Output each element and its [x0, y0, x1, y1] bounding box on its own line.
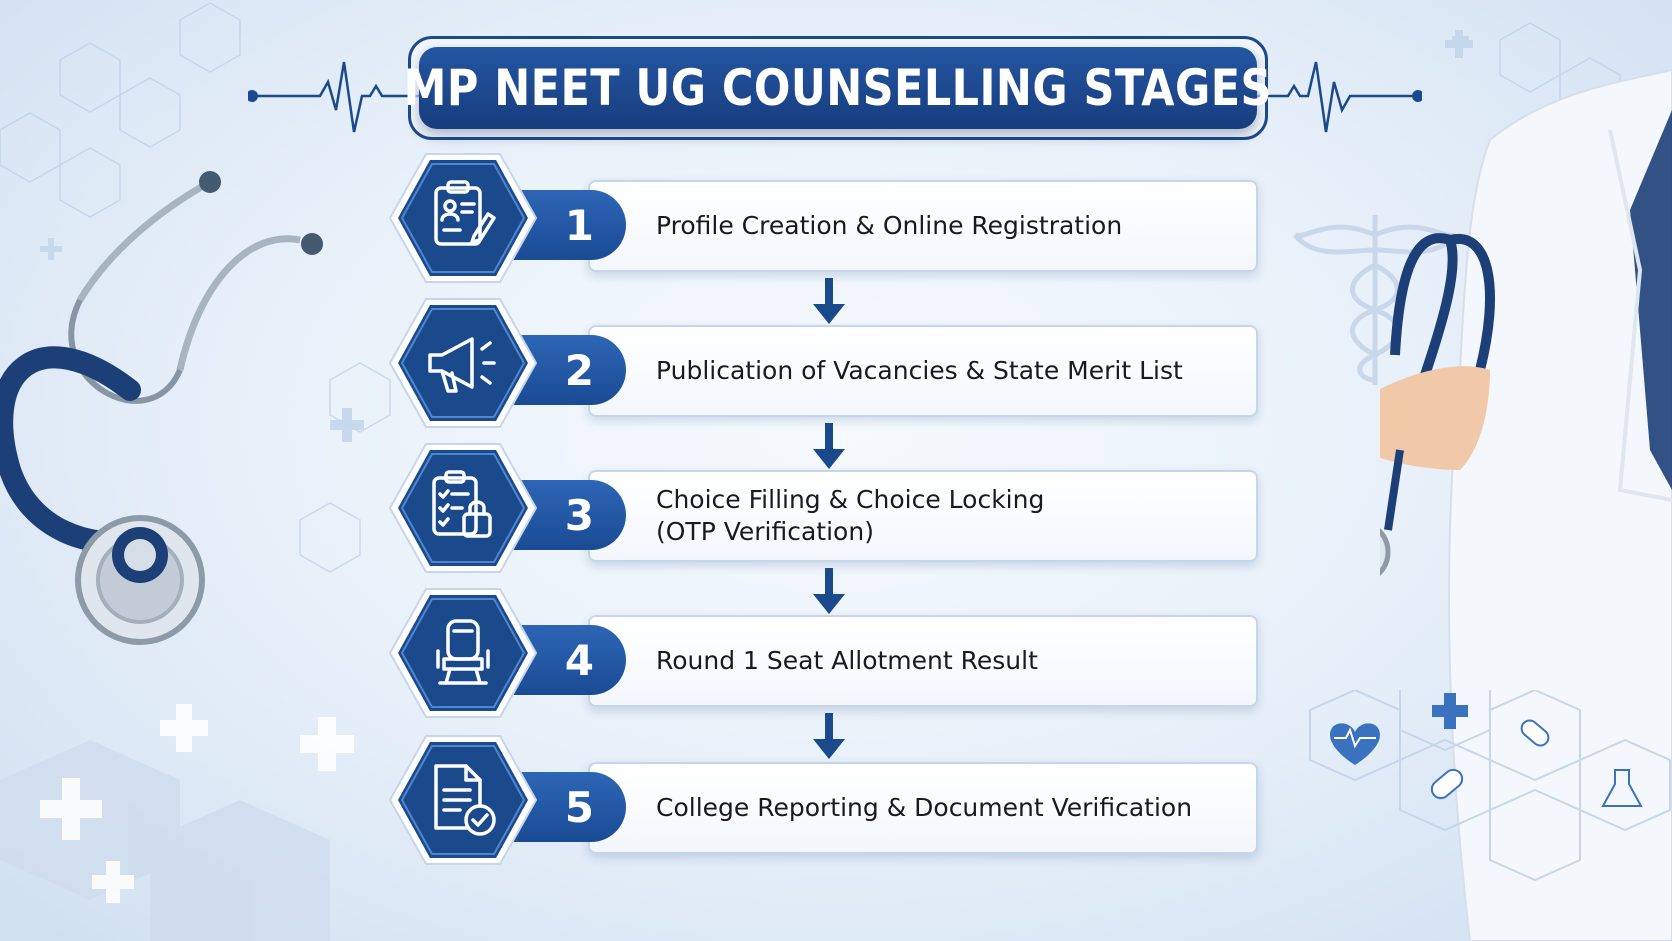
page-title: MP NEET UG COUNSELLING STAGES: [403, 59, 1273, 117]
stage-card: [588, 762, 1258, 854]
ecg-line-left: [248, 61, 434, 133]
checklist-lock-icon: [432, 470, 492, 538]
stage-hexagon: [388, 735, 538, 865]
stage-hexagon: [388, 443, 538, 573]
stage-4: 4 Round 1 Seat Allotment Result: [388, 585, 1260, 721]
stage-text-line: College Reporting & Document Verificatio…: [656, 793, 1193, 822]
stage-2: 2 Publication of Vacancies & State Merit…: [388, 295, 1260, 431]
stage-text-line: Publication of Vacancies & State Merit L…: [656, 356, 1183, 385]
stage-3: 3 Choice Filling & Choice Locking (OTP V…: [388, 440, 1260, 576]
stage-number: 4: [564, 635, 594, 685]
arrow-down-icon: [813, 568, 845, 614]
stage-card: [588, 615, 1258, 707]
stage-card: [588, 180, 1258, 272]
stage-text: Round 1 Seat Allotment Result: [656, 615, 1246, 707]
arrow-down-icon: [813, 278, 845, 324]
stage-text-line: Profile Creation & Online Registration: [656, 211, 1123, 240]
arrow-down-icon: [813, 713, 845, 759]
stage-card: [588, 470, 1258, 562]
stage-text: College Reporting & Document Verificatio…: [656, 762, 1246, 854]
stage-hexagon: [388, 153, 538, 283]
title-banner: MP NEET UG COUNSELLING STAGES: [404, 36, 1272, 140]
stage-hexagon: [388, 298, 538, 428]
document-check-icon: [434, 764, 496, 836]
stethoscope-image: [0, 171, 323, 645]
arrow-down-icon: [813, 423, 845, 469]
seat-icon: [436, 619, 490, 685]
clipboard-profile-icon: [434, 180, 496, 246]
stage-5: 5 College Reporting & Document Verificat…: [388, 732, 1260, 868]
ecg-line-right: [1236, 61, 1422, 133]
stage-text: Publication of Vacancies & State Merit L…: [656, 325, 1246, 417]
stage-text: Profile Creation & Online Registration: [656, 180, 1246, 272]
stage-text: Choice Filling & Choice Locking (OTP Ver…: [656, 470, 1246, 562]
stage-number: 1: [564, 200, 594, 250]
stage-number: 2: [564, 345, 594, 395]
stage-text-line: Round 1 Seat Allotment Result: [656, 646, 1038, 675]
title-box: MP NEET UG COUNSELLING STAGES: [404, 47, 1272, 129]
stage-text-line: Choice Filling & Choice Locking: [656, 485, 1045, 514]
doctor-image: [1380, 70, 1672, 941]
megaphone-icon: [428, 337, 496, 393]
stage-1: 1 Profile Creation & Online Registration: [388, 150, 1260, 286]
stage-hexagon: [388, 588, 538, 718]
stage-card: [588, 325, 1258, 417]
medical-icons-decor: [1309, 690, 1671, 882]
stage-number: 5: [564, 782, 594, 832]
stage-number: 3: [564, 490, 594, 540]
stage-text-line: (OTP Verification): [656, 517, 874, 546]
